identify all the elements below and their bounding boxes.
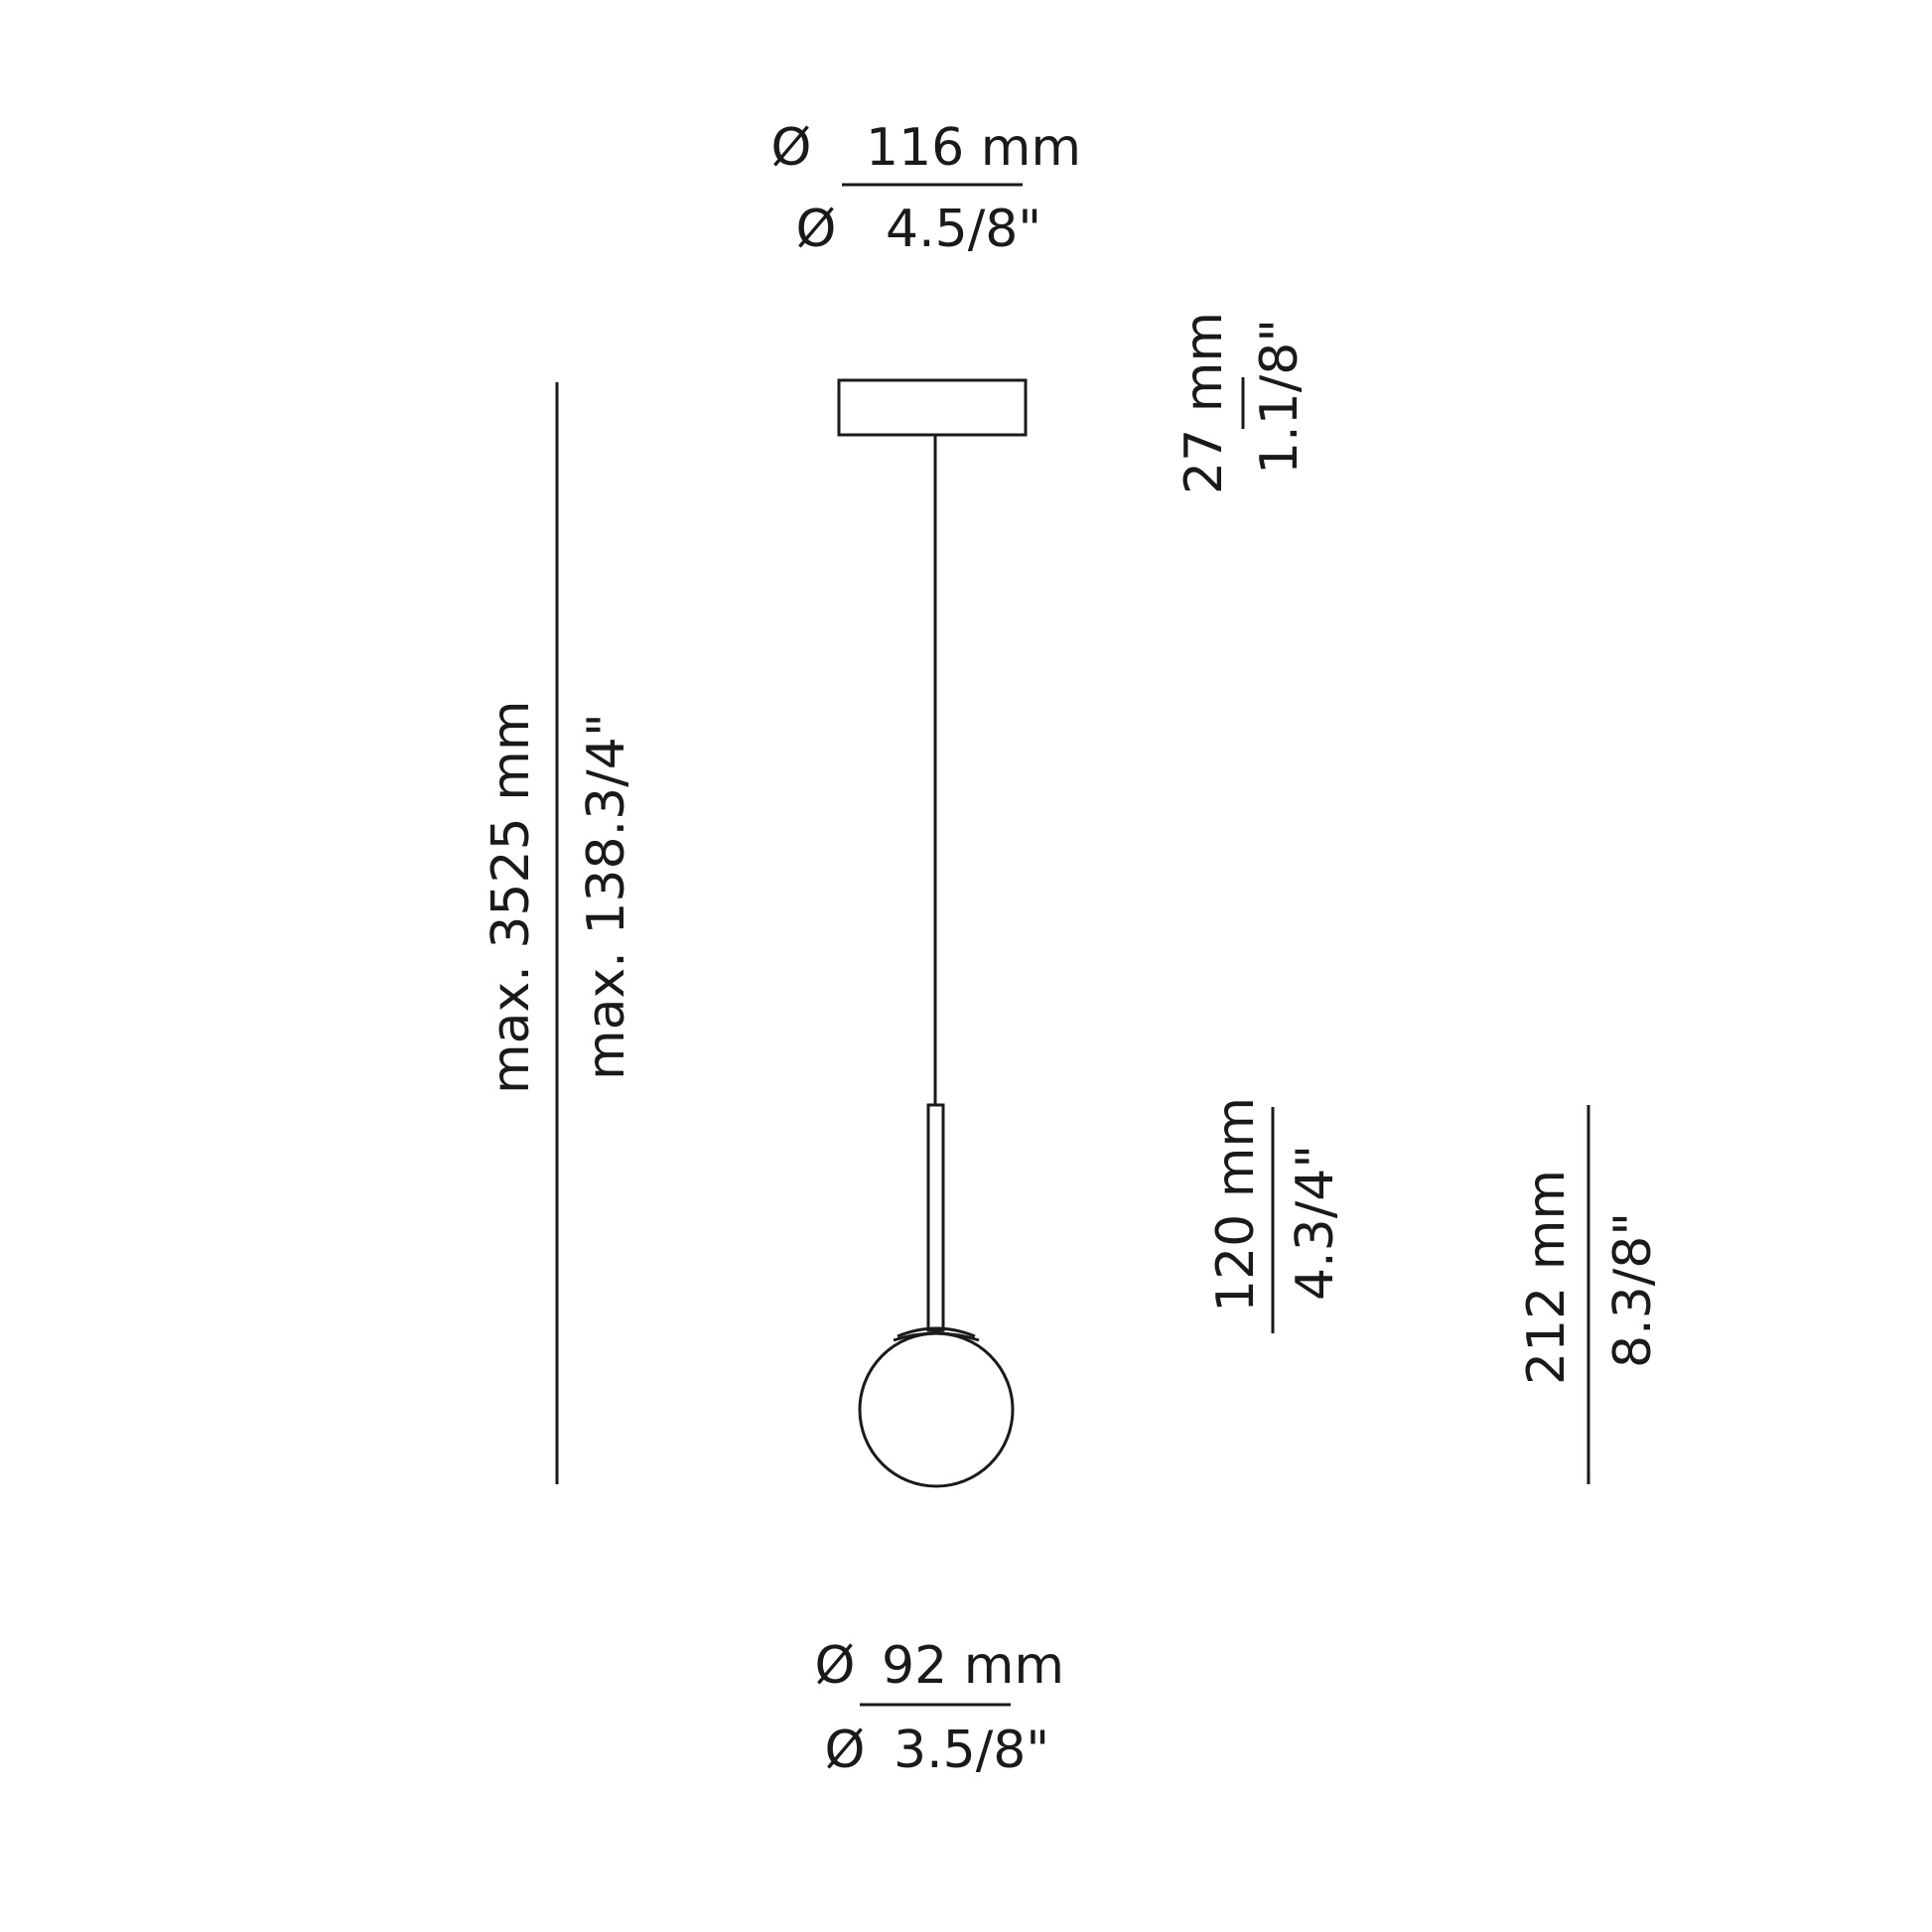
canopy-height-metric: 27 mm [1174, 312, 1234, 494]
canopy-diameter-metric: 116 mm [866, 118, 1081, 178]
head-height-metric: 212 mm [1517, 1170, 1577, 1385]
globe-diameter-label: Ø 92 mm Ø 3.5/8" [815, 1636, 1064, 1780]
canopy [837, 378, 1028, 437]
diameter-symbol: Ø [796, 200, 837, 259]
globe-height-label: 120 mm 4.3/4" [1206, 1097, 1345, 1333]
max-height-label: max. 3525 mm max. 138.3/4" [482, 382, 636, 1484]
diameter-symbol: Ø [825, 1721, 866, 1780]
globe-height-imperial: 4.3/4" [1286, 1145, 1345, 1301]
diameter-symbol: Ø [771, 118, 812, 178]
globe-height-metric: 120 mm [1206, 1097, 1266, 1312]
globe-diameter-imperial: 3.5/8" [894, 1721, 1049, 1780]
canopy-diameter-imperial: 4.5/8" [886, 200, 1041, 259]
globe-cap [897, 1326, 976, 1338]
canopy-diameter-label: Ø 116 mm Ø 4.5/8" [771, 118, 1082, 259]
canopy-height-imperial: 1.1/8" [1250, 319, 1310, 475]
lamp-stem [926, 1103, 945, 1332]
canopy-height-label: 27 mm 1.1/8" [1174, 312, 1310, 494]
diameter-symbol: Ø [815, 1636, 856, 1696]
head-height-label: 212 mm 8.3/8" [1517, 1105, 1663, 1484]
globe [858, 1331, 1015, 1488]
head-height-imperial: 8.3/8" [1603, 1212, 1663, 1368]
max-height-metric: max. 3525 mm [482, 700, 541, 1094]
globe-diameter-metric: 92 mm [882, 1636, 1064, 1696]
max-height-imperial: max. 138.3/4" [577, 713, 636, 1080]
pendant-lamp [837, 378, 1028, 1488]
